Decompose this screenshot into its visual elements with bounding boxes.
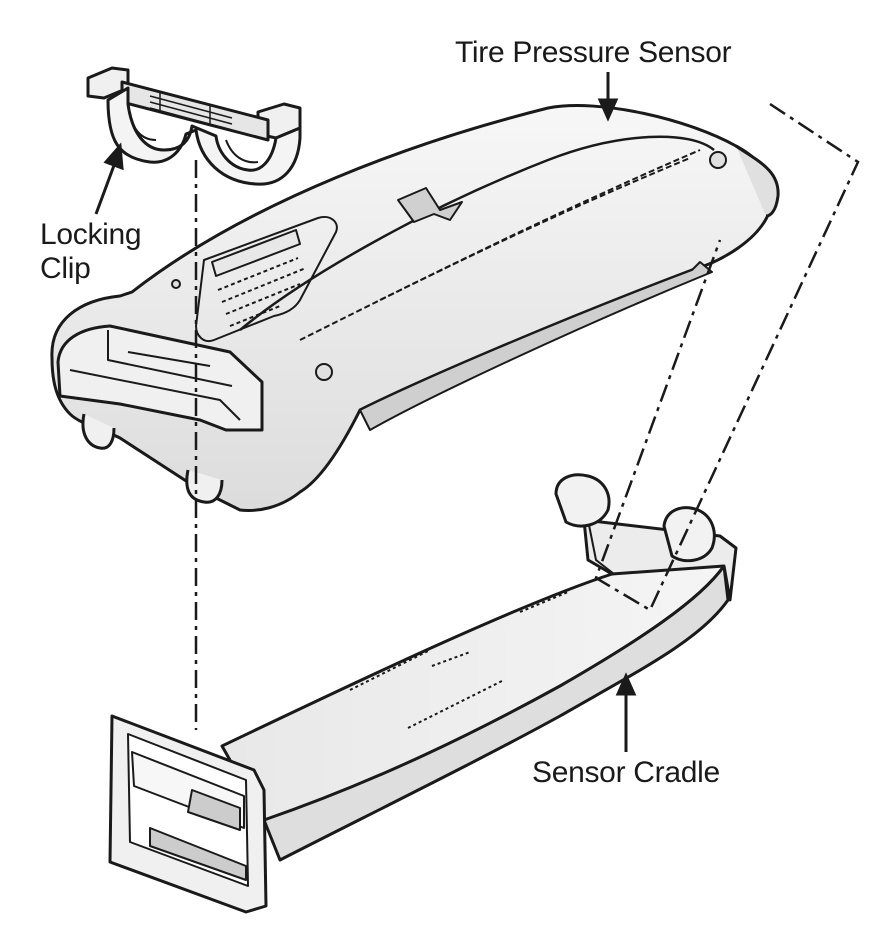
assembly-lines: [194, 102, 860, 730]
locking-clip-label-line2: Clip: [40, 252, 91, 285]
sensor-cradle-label: Sensor Cradle: [532, 756, 720, 789]
tire-pressure-sensor-label: Tire Pressure Sensor: [455, 36, 732, 69]
locking-clip-label: Locking Clip: [40, 218, 142, 286]
locking-clip-label-line1: Locking: [40, 218, 142, 251]
sensor-cradle: [108, 473, 738, 914]
tire-pressure-sensor: [50, 104, 780, 512]
leader-arrows: [94, 72, 637, 752]
locking-clip: [86, 66, 302, 186]
